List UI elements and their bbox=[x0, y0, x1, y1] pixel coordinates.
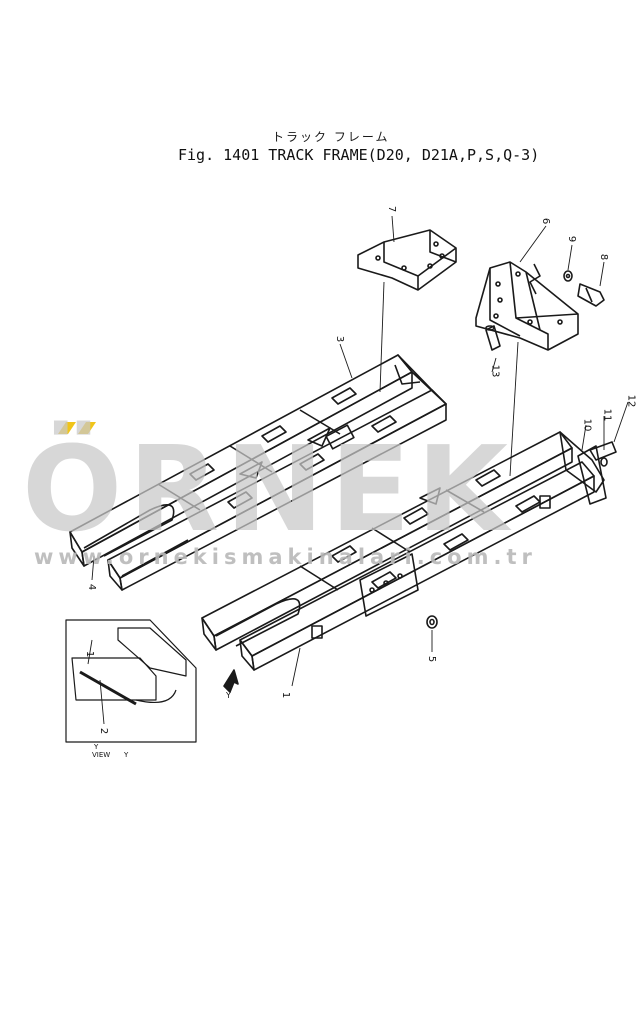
view-label: VIEW bbox=[92, 751, 111, 759]
callout-9: 9 bbox=[566, 235, 578, 243]
bracket-6 bbox=[475, 261, 579, 351]
bolt-8-washer-9 bbox=[563, 270, 605, 307]
washer-5 bbox=[426, 615, 438, 629]
callout-13: 13 bbox=[489, 364, 501, 378]
view-arrow-y bbox=[223, 669, 239, 693]
callout-5: 5 bbox=[426, 655, 438, 663]
japanese-title: トラック フレーム bbox=[272, 130, 390, 144]
callout-8: 8 bbox=[598, 253, 610, 261]
callout-10: 10 bbox=[581, 418, 593, 432]
leader-lines bbox=[91, 215, 629, 687]
view-suffix: Y bbox=[124, 751, 129, 759]
view-arrow-label: Y bbox=[226, 691, 231, 700]
callout-1-main: 1 bbox=[280, 691, 292, 699]
callout-6: 6 bbox=[540, 217, 552, 225]
view-y-inset bbox=[65, 619, 197, 743]
callout-2: 2 bbox=[98, 727, 110, 735]
left-track-frame bbox=[69, 354, 447, 591]
watermark-url: www.ornekismakinalari.com.tr bbox=[34, 545, 537, 569]
watermark-umlaut-icon bbox=[58, 422, 96, 434]
pin-13 bbox=[485, 325, 501, 351]
callout-3: 3 bbox=[334, 335, 346, 343]
callout-1: 1 bbox=[84, 650, 96, 658]
callout-11: 11 bbox=[601, 408, 613, 422]
right-track-frame bbox=[201, 431, 605, 671]
figure-title: Fig. 1401 TRACK FRAME(D20, D21A,P,S,Q-3) bbox=[178, 146, 540, 164]
callout-12: 12 bbox=[625, 394, 637, 408]
watermark-brand: ÖRNEK bbox=[22, 420, 514, 558]
plate-10-washer-11-bolt-12 bbox=[577, 441, 617, 505]
callout-7: 7 bbox=[386, 205, 398, 213]
callout-4: 4 bbox=[86, 583, 98, 591]
bracket-7 bbox=[357, 229, 457, 291]
view-direction-letter: Y bbox=[94, 743, 99, 751]
